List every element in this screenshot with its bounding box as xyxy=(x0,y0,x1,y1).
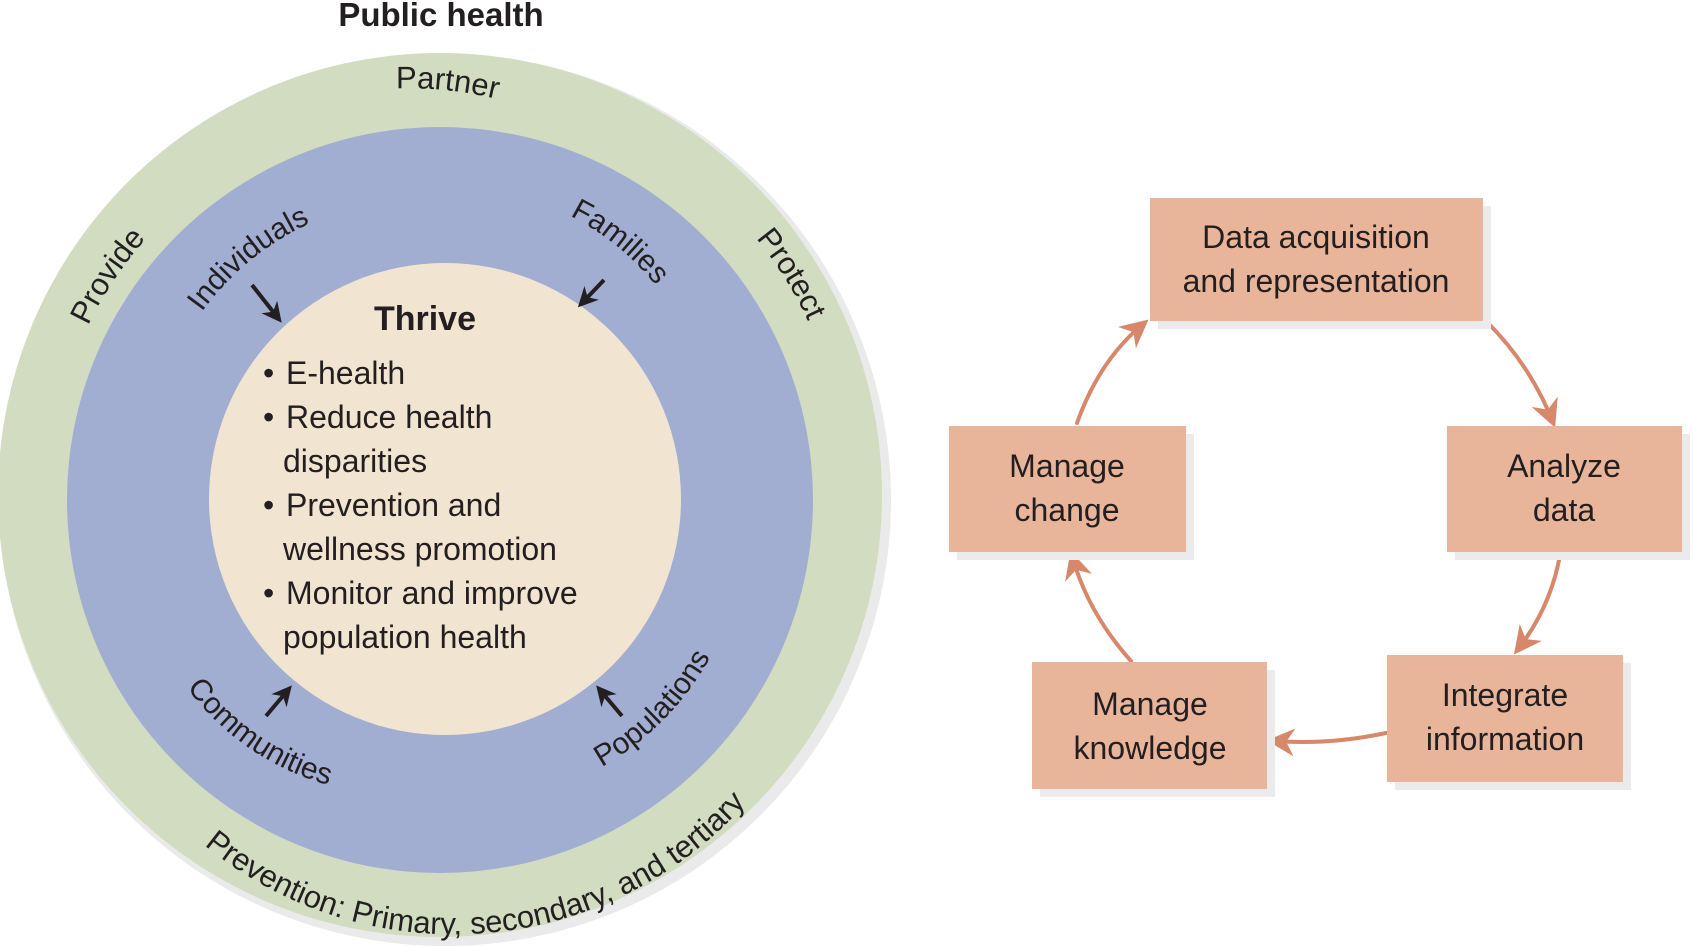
box-fill xyxy=(949,426,1186,552)
bullet-line: E-health xyxy=(286,355,405,391)
data-cycle-diagram: Data acquisition and representation Anal… xyxy=(949,198,1690,797)
box-line: Manage xyxy=(1092,686,1208,722)
arrow-knowledge-to-change xyxy=(1065,550,1133,663)
public-health-title: Public health xyxy=(338,0,543,33)
box-fill xyxy=(1387,655,1623,782)
box-manage-change: Manage change xyxy=(949,426,1194,560)
box-fill xyxy=(1447,426,1682,552)
arrow-change-to-acquisition xyxy=(1075,319,1149,425)
bullet-item: • E-health xyxy=(263,355,405,391)
arrow-populations xyxy=(596,685,624,718)
bullet-marker: • xyxy=(263,487,274,523)
box-line: data xyxy=(1533,492,1595,528)
arrow-integrate-to-knowledge xyxy=(1266,728,1388,757)
box-data-acquisition: Data acquisition and representation xyxy=(1150,198,1491,329)
inner-heading: Thrive xyxy=(374,300,476,338)
bullet-line: wellness promotion xyxy=(282,531,557,567)
box-line: change xyxy=(1015,492,1120,528)
inner-bullet-list: • E-health • Reduce health disparities •… xyxy=(263,355,578,655)
box-integrate-information: Integrate information xyxy=(1387,655,1631,790)
box-line: and representation xyxy=(1183,263,1450,299)
bullet-item: • Reduce health disparities xyxy=(263,399,492,479)
box-line: Data acquisition xyxy=(1202,219,1430,255)
box-line: knowledge xyxy=(1074,730,1227,766)
cycle-arrows xyxy=(1065,319,1562,757)
public-health-diagram: Public health Partner Provide Protect Pr… xyxy=(0,0,891,946)
bullet-marker: • xyxy=(263,355,274,391)
bullet-item: • Monitor and improve population health xyxy=(263,575,578,655)
arrow-individuals xyxy=(250,283,282,323)
bullet-line: disparities xyxy=(283,443,427,479)
arrow-communities xyxy=(264,685,292,718)
box-fill xyxy=(1150,198,1483,321)
box-line: Analyze xyxy=(1507,448,1621,484)
box-line: information xyxy=(1426,721,1584,757)
bullet-marker: • xyxy=(263,399,274,435)
arrow-analyze-to-integrate xyxy=(1513,553,1562,655)
bullet-item: • Prevention and wellness promotion xyxy=(263,487,557,567)
inward-arrows xyxy=(250,278,624,718)
box-line: Integrate xyxy=(1442,677,1568,713)
box-analyze-data: Analyze data xyxy=(1447,426,1690,560)
arrow-families xyxy=(577,278,606,308)
bullet-marker: • xyxy=(263,575,274,611)
box-fill xyxy=(1032,662,1267,789)
bullet-line: population health xyxy=(283,619,527,655)
bullet-line: Prevention and xyxy=(286,487,501,523)
arrow-acquisition-to-analyze xyxy=(1485,320,1558,428)
box-line: Manage xyxy=(1009,448,1125,484)
bullet-line: Monitor and improve xyxy=(286,575,578,611)
inner-circle xyxy=(209,263,681,735)
box-manage-knowledge: Manage knowledge xyxy=(1032,662,1275,797)
bullet-line: Reduce health xyxy=(286,399,492,435)
